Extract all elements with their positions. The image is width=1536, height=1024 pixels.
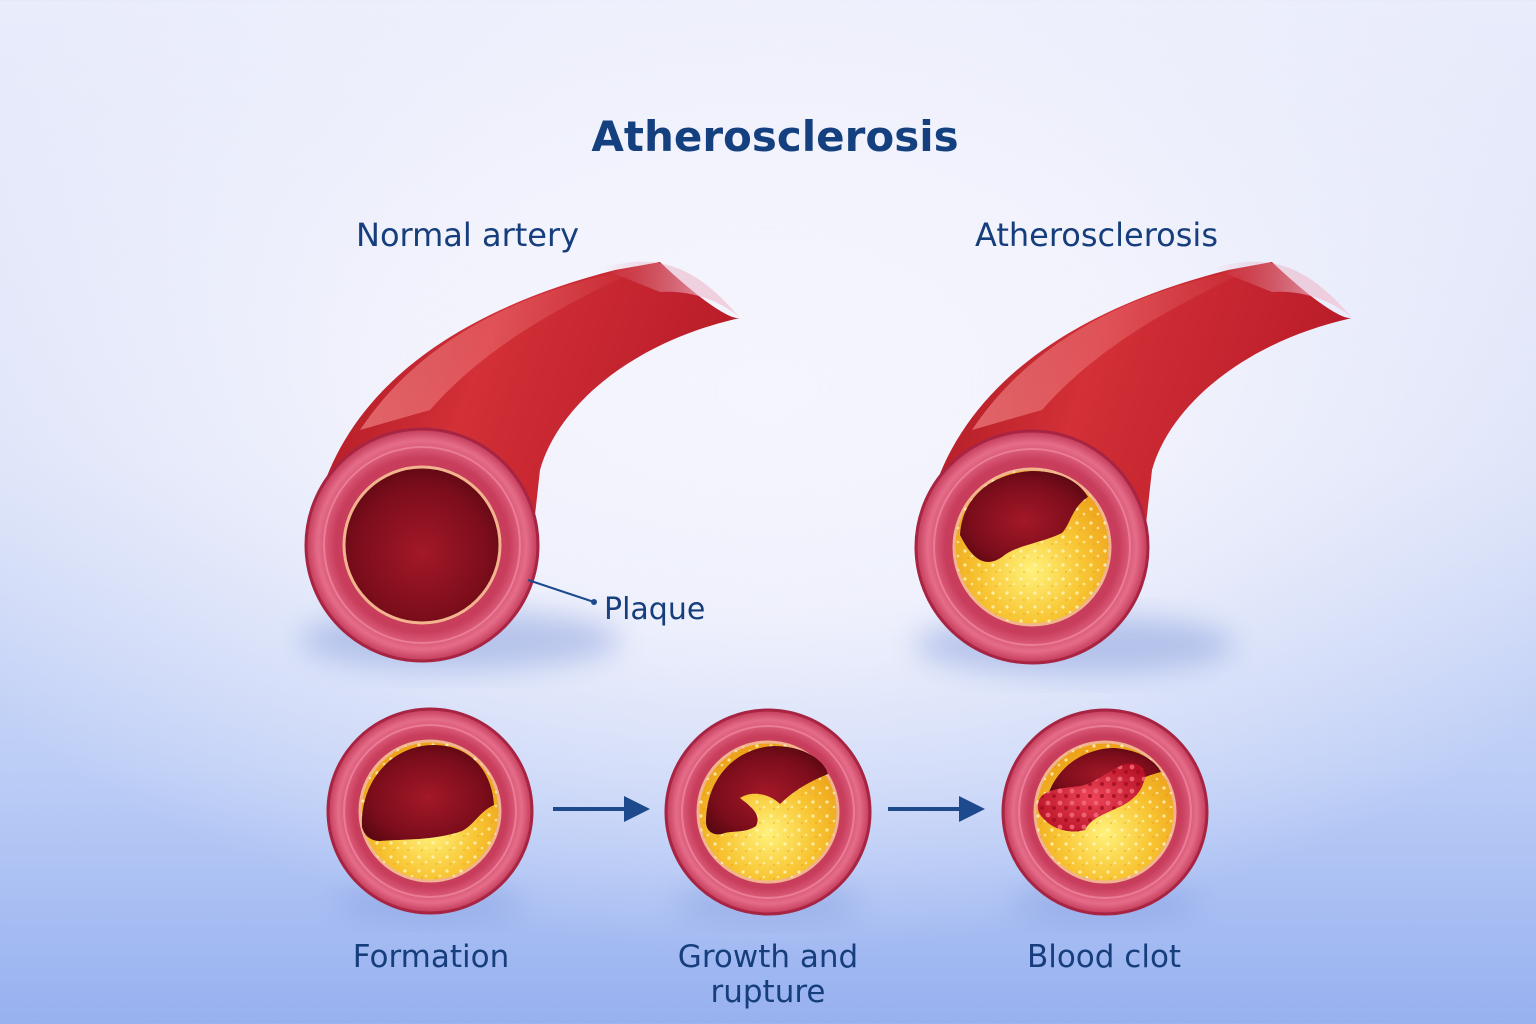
main-title: Atherosclerosis <box>591 112 959 161</box>
stage-blood-clot <box>1001 708 1209 922</box>
normal-artery-label: Normal artery <box>356 216 580 254</box>
diseased-artery <box>914 261 1352 675</box>
diseased-lumen <box>960 471 1088 563</box>
stage-growth-rupture <box>664 708 872 922</box>
stage-growth-rupture-label: Growth and rupture <box>677 939 859 1010</box>
stage-arrow-1 <box>553 796 650 822</box>
normal-artery <box>300 261 740 670</box>
plaque-callout-label: Plaque <box>604 592 706 627</box>
stage-arrow-2 <box>888 796 985 822</box>
stage-formation-label: Formation <box>352 939 510 975</box>
stage-blood-clot-label: Blood clot <box>1026 939 1182 975</box>
stage-formation <box>326 707 534 921</box>
plaque-callout-line <box>527 579 595 603</box>
atherosclerosis-label: Atherosclerosis <box>975 216 1218 254</box>
normal-lumen <box>342 465 502 625</box>
